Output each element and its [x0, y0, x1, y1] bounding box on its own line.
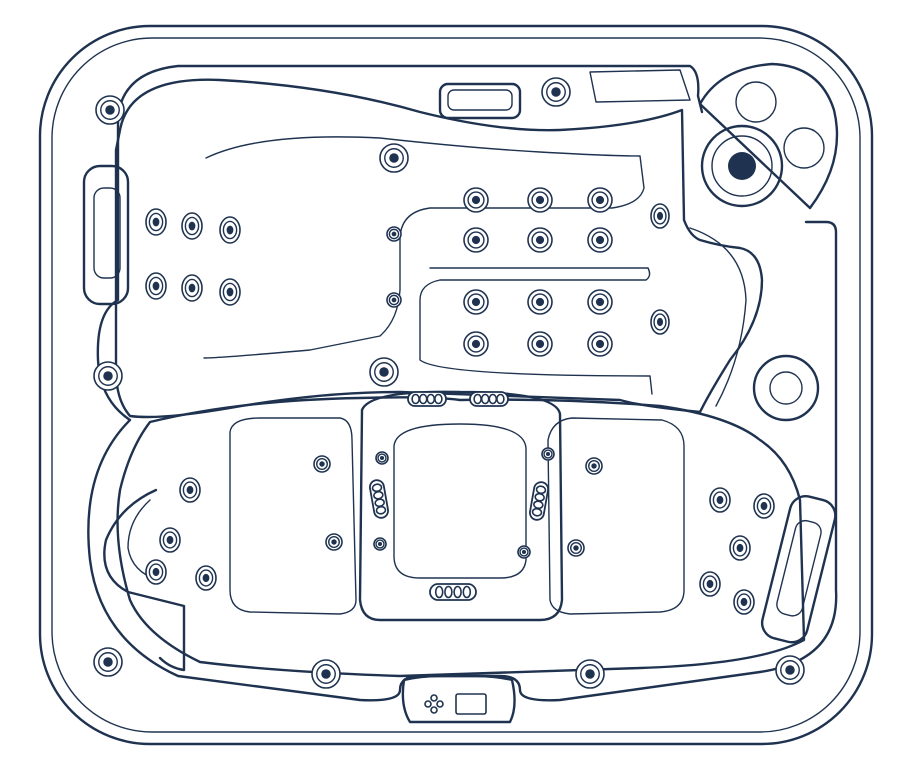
side-jet: [650, 309, 670, 335]
lounger-jet: [219, 278, 241, 306]
lounger-jet: [181, 212, 203, 240]
pillow-right: [760, 495, 837, 644]
neck-jet: [386, 292, 402, 308]
corner-left-jet: [195, 565, 217, 591]
pillow-right-inner: [776, 519, 822, 617]
rim-jet: [775, 655, 805, 685]
footwell-bank-top-left: [407, 391, 447, 407]
lounger-jet: [145, 208, 167, 236]
rim-jet: [93, 647, 123, 677]
captain-back-jet: [587, 187, 613, 213]
captain-back-jet: [587, 227, 613, 253]
left-armrest-inner: [127, 499, 159, 581]
control-button-down: [430, 706, 438, 714]
footwell-bank-left: [369, 479, 389, 519]
cup-holder-right: [698, 62, 839, 210]
top-right-step: [589, 69, 691, 103]
rim-jet: [369, 357, 399, 387]
pillow-left-inner: [93, 187, 121, 279]
rim-jet: [95, 95, 125, 125]
captain-back-jet: [463, 187, 489, 213]
footwell-bank-right: [529, 481, 549, 521]
neck-jet: [386, 226, 402, 242]
footwell-side-jet: [375, 451, 389, 465]
outer-shell: [38, 24, 874, 746]
corner-seat-right: [547, 417, 685, 615]
footwell-bank-bottom: [429, 583, 477, 601]
footwell-floor: [393, 423, 527, 579]
rim-jet: [541, 77, 571, 107]
captain-back-jet: [527, 289, 553, 315]
captain-back-jet: [463, 331, 489, 357]
footwell-jet-banks: [369, 391, 549, 601]
lounger-jet: [145, 272, 167, 300]
control-panel-display: [455, 693, 487, 715]
corner-right-jet: [753, 493, 775, 519]
seat-jet: [313, 455, 331, 473]
filter-skimmer-ring: [711, 135, 773, 197]
seat-jet: [325, 533, 343, 551]
side-jet: [650, 203, 670, 229]
captain-back-jet: [527, 331, 553, 357]
captain-back-jet: [463, 289, 489, 315]
cavity-outline: [87, 64, 838, 702]
lounger-jet: [181, 274, 203, 302]
top-recess-inner: [447, 89, 513, 111]
rim-jet: [575, 659, 605, 689]
control-button-left: [424, 700, 432, 708]
pillow-left: [82, 164, 130, 306]
jets: [93, 77, 805, 689]
top-recess: [438, 82, 522, 120]
side-valve-right-inner: [769, 371, 803, 405]
captain-back-jet: [587, 289, 613, 315]
cup-ring-2: [783, 127, 825, 169]
filter-skimmer: [700, 124, 784, 208]
captain-back-jet: [587, 331, 613, 357]
corner-right-jet: [709, 487, 731, 513]
corner-seat-left: [229, 417, 357, 615]
lounger-side-contour: [689, 227, 747, 407]
rim-jet: [311, 659, 341, 689]
cup-ring-1: [735, 81, 777, 123]
corner-right-jet: [733, 589, 755, 615]
corner-right-jet: [729, 535, 751, 561]
captain-back-jet: [527, 227, 553, 253]
lounger-head-contour: [203, 136, 645, 359]
control-panel-frame: [401, 674, 516, 724]
side-valve-right: [752, 354, 820, 422]
lounger-leg-divider: [419, 267, 653, 395]
captain-back-jet: [527, 187, 553, 213]
corner-left-jet: [159, 527, 181, 553]
filter-skimmer-grate: [728, 152, 756, 180]
corner-left-jet: [179, 477, 201, 503]
captain-back-jet: [463, 227, 489, 253]
footwell-side-jet: [373, 537, 387, 551]
left-armrest: [103, 488, 186, 672]
corner-left-jet: [145, 559, 167, 585]
rim-jet: [93, 361, 123, 391]
footwell-side-jet: [541, 447, 555, 461]
lower-bench: [116, 396, 806, 678]
corner-right-jet: [699, 571, 721, 597]
seat-jet: [567, 539, 585, 557]
control-button-up: [430, 694, 438, 702]
footwell-side-jet: [517, 545, 531, 559]
rim-jet: [379, 143, 409, 173]
inner-shell-rim: [51, 37, 861, 733]
seat-jet: [585, 457, 603, 475]
control-button-right: [436, 700, 444, 708]
lounger-jet: [219, 216, 241, 244]
footwell-bank-top-right: [469, 391, 509, 407]
footwell: [358, 390, 564, 622]
